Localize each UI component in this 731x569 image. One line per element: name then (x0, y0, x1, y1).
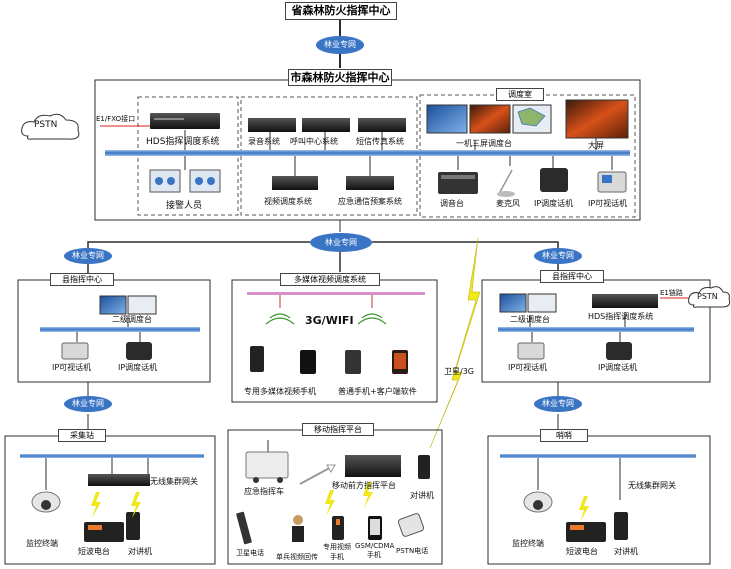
multimedia-title: 多媒体视频调度系统 (280, 273, 380, 286)
county-left-ip-video-label: IP可视话机 (52, 363, 92, 372)
recording-label: 录音系统 (248, 137, 280, 146)
county-left-lower-network-node: 林业专网 (64, 396, 112, 412)
city-center-title: 市森林防火指挥中心 (288, 69, 392, 86)
post-gateway-label: 无线集群网关 (628, 481, 676, 490)
post-title: 哨哨 (540, 429, 588, 442)
pstn-cloud-left (21, 113, 80, 140)
post-walkie-label: 对讲机 (614, 547, 638, 556)
county-right-e1-label: E1链路 (660, 289, 683, 297)
microphone-label: 麦克风 (496, 199, 520, 208)
multimedia-antennas (279, 295, 373, 308)
big-screen-label: 大屏 (588, 141, 604, 150)
county-right-links (529, 312, 626, 430)
station-title: 采集站 (58, 429, 106, 442)
station-camera-label: 监控终端 (26, 539, 58, 548)
county-left-title: 县指挥中心 (50, 273, 114, 286)
county-left-network-node: 林业专网 (64, 248, 112, 264)
emergency-plan-label: 应急通信预案系统 (338, 197, 402, 206)
console-label: 调音台 (440, 199, 464, 208)
vehicle-label: 应急指挥车 (244, 487, 284, 496)
county-right-ip-phone-label: IP调度话机 (598, 363, 638, 372)
station-gateway-label: 无线集群网关 (150, 477, 198, 486)
county-left-devices (61, 295, 157, 360)
dispatch-room-title: 调度室 (496, 88, 544, 101)
pstn-label-left: PSTN (34, 120, 58, 130)
normal-phone-label: 普通手机+客户端软件 (338, 387, 417, 396)
soldier-label: 单兵视频回传 (276, 553, 318, 561)
county-right-lower-network-node: 林业专网 (534, 396, 582, 412)
ip-video-phone-label: IP可视话机 (588, 199, 628, 208)
county-right-bus (498, 327, 694, 332)
video-dispatch-label: 视频调度系统 (264, 197, 312, 206)
operators-label: 接警人员 (166, 201, 203, 211)
county-right-console-label: 二级调度台 (510, 315, 550, 324)
station-bolt-2 (131, 492, 141, 518)
big-screen (565, 99, 629, 139)
network-node-top: 林业专网 (316, 36, 364, 54)
mobile-arrow-head (326, 464, 336, 474)
station-devices (31, 474, 150, 542)
city-bus (105, 150, 630, 156)
pstn-cloud-right (688, 286, 731, 308)
hds-server (150, 113, 220, 129)
mobile-walkie-label: 对讲机 (410, 491, 434, 500)
county-right-ip-video-label: IP可视话机 (508, 363, 548, 372)
multimedia-bus (247, 292, 425, 295)
city-device-links (184, 130, 613, 232)
network-node-middle: 林业专网 (310, 233, 372, 252)
county-right-hds-label: HDS指挥调度系统 (588, 312, 654, 321)
e1-port-label: E1/FXO接口 (96, 115, 136, 123)
post-bolt (579, 496, 589, 522)
county-left-bus (40, 327, 200, 332)
province-center-title: 省森林防火指挥中心 (285, 2, 397, 20)
wifi-signals (265, 313, 387, 325)
hds-system-label: HDS指挥调度系统 (146, 137, 220, 147)
station-bus (20, 454, 204, 458)
pstn-phone-label: PSTN电话 (396, 547, 429, 555)
city-system-servers (248, 118, 406, 190)
post-box (487, 435, 711, 565)
triple-screen-console (426, 104, 552, 134)
front-platform-label: 移动前方指挥平台 (332, 481, 396, 490)
mobile-bolt-1 (363, 482, 373, 508)
pstn-label-right: PSTN (697, 292, 718, 301)
ip-phone-label: IP调度话机 (534, 199, 574, 208)
operator-workstations (149, 169, 221, 193)
station-bolt-1 (91, 492, 101, 518)
gsm-label: GSM/CDMA手机 (355, 542, 395, 559)
mobile-bolt-2 (325, 490, 335, 516)
county-left-box (17, 279, 211, 383)
county-left-links (76, 315, 141, 430)
county-right-title: 县指挥中心 (540, 270, 604, 283)
satellite-bolt (429, 237, 481, 449)
special-phone-label: 专用多媒体视频手机 (244, 387, 316, 396)
sat-phone-label: 卫星电话 (236, 549, 264, 557)
wifi-label: 3G/WIFI (305, 314, 354, 327)
satellite-label: 卫星/3G (444, 367, 474, 376)
triple-console-label: 一机三屏调度台 (456, 139, 512, 148)
mobile-video-phone-label: 专用视频手机 (323, 543, 351, 561)
post-links (537, 458, 621, 500)
post-radio-label: 短波电台 (566, 547, 598, 556)
county-right-network-node: 林业专网 (534, 248, 582, 264)
sms-fax-label: 短信传真系统 (356, 137, 404, 146)
city-hds-dashed (137, 96, 239, 216)
station-radio-label: 短波电台 (78, 547, 110, 556)
post-bus (500, 454, 696, 458)
station-links (45, 458, 149, 490)
multimedia-box (231, 279, 438, 403)
station-box (4, 435, 216, 565)
county-left-ip-phone-label: IP调度话机 (118, 363, 158, 372)
station-walkie-label: 对讲机 (128, 547, 152, 556)
mobile-title: 移动指挥平台 (302, 423, 374, 436)
mobile-devices (236, 440, 430, 545)
multimedia-phones (250, 346, 408, 374)
dispatch-room-devices (438, 168, 627, 197)
post-devices (523, 491, 628, 542)
county-right-devices (499, 293, 658, 360)
post-camera-label: 监控终端 (512, 539, 544, 548)
callcenter-label: 呼叫中心系统 (290, 137, 338, 146)
county-left-console-label: 二级调度台 (112, 315, 152, 324)
